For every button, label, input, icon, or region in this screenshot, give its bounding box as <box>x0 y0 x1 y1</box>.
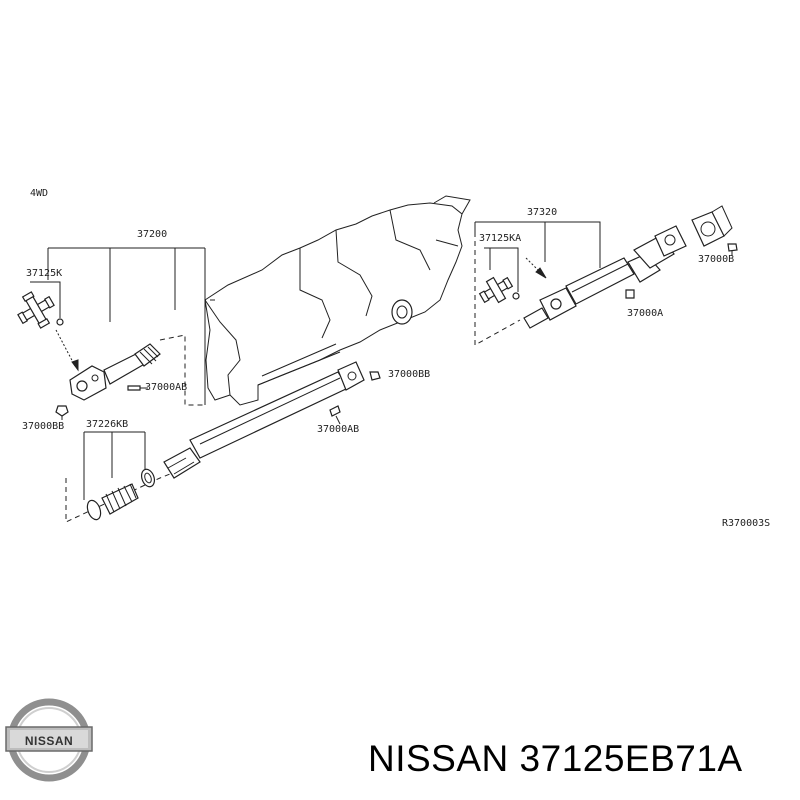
boot-kit-group: 37226KB <box>65 419 181 523</box>
label-37000B: 37000B <box>698 254 734 265</box>
rear-shaft-group: 37320 37125KA <box>474 205 738 346</box>
transmission-housing <box>204 195 471 406</box>
rear-yoke <box>539 287 577 321</box>
variant-label: 4WD <box>30 188 48 199</box>
label-37000BB-front: 37000BB <box>22 421 64 432</box>
logo-text: NISSAN <box>25 734 73 748</box>
front-shaft-group: 37200 37125K <box>17 229 218 432</box>
center-shaft-group: 37000BB 37000AB <box>163 361 430 479</box>
reference-code: R370003S <box>722 518 770 529</box>
front-yoke <box>69 365 107 401</box>
companion-flange <box>691 205 733 247</box>
label-37125K: 37125K <box>26 268 62 279</box>
nissan-logo: NISSAN <box>5 698 93 782</box>
label-37000AB-front: 37000AB <box>145 382 187 393</box>
label-37000BB-center: 37000BB <box>388 369 430 380</box>
rear-front-yoke <box>654 225 687 257</box>
label-37200: 37200 <box>137 229 167 240</box>
label-37226KB: 37226KB <box>86 419 128 430</box>
universal-joint-cross <box>17 291 55 329</box>
label-37320: 37320 <box>527 207 557 218</box>
label-37125KA: 37125KA <box>479 233 521 244</box>
rear-universal-joint-cross <box>478 276 514 304</box>
boot-bellows <box>101 483 139 515</box>
part-number-title: NISSAN 37125EB71A <box>368 738 743 779</box>
label-37000A: 37000A <box>627 308 663 319</box>
front-spline <box>134 343 161 367</box>
label-37000AB-center: 37000AB <box>317 424 359 435</box>
